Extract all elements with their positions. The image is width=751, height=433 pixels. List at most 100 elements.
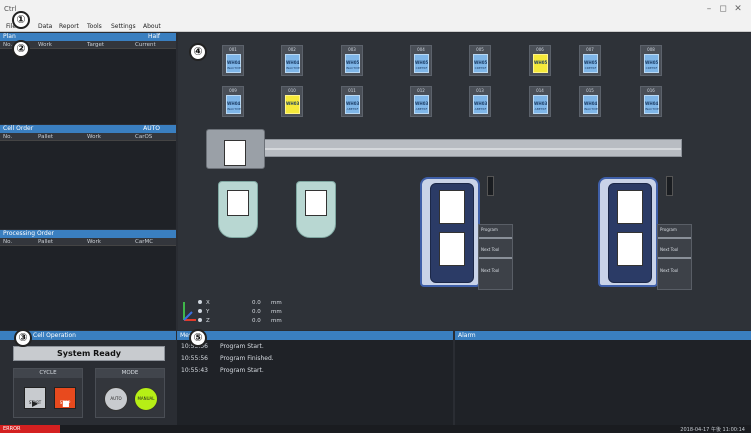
machine-2-gauge — [666, 176, 673, 196]
cycle-stop-button[interactable]: ■ STOP — [54, 387, 76, 409]
work-status: ABETRF — [474, 107, 487, 111]
processing-order-title: Processing Order — [3, 230, 54, 237]
error-indicator[interactable]: ERROR — [0, 425, 60, 433]
work-code: WH03 — [474, 101, 488, 106]
load-station-2[interactable] — [296, 181, 336, 238]
rail-stripe — [257, 148, 681, 150]
station-2-pallet[interactable] — [305, 190, 327, 216]
work-code: WH03 — [286, 101, 300, 106]
processing-order-panel: Processing Order No. Pallet Work CarMC — [0, 230, 176, 330]
cell-order-auto-flag[interactable]: AUTO — [143, 125, 160, 132]
work-code: WH03 — [534, 101, 548, 106]
work-status: INACTIVE — [227, 107, 241, 111]
mode-auto-button[interactable]: AUTO — [104, 387, 128, 411]
slot-id: 015 — [586, 88, 594, 93]
menu-about[interactable]: About — [143, 23, 161, 30]
callout-badge-4: ④ — [189, 43, 207, 61]
slot-id: 016 — [647, 88, 655, 93]
work-status: INACTIVE — [584, 107, 598, 111]
cycle-start-button[interactable]: ▶ START — [24, 387, 46, 409]
alarm-list[interactable] — [455, 340, 751, 425]
title-bar: Ctrl – ◻ ✕ — [0, 0, 751, 22]
menu-settings[interactable]: Settings — [111, 23, 136, 30]
axis-triad-icon — [183, 302, 196, 321]
slot-id: 006 — [536, 47, 544, 52]
work-status: CRETRF — [474, 66, 487, 70]
machine-1-pallet-b[interactable] — [439, 232, 465, 266]
col-no: No. — [3, 42, 13, 48]
machine-1-program-label: Program — [481, 227, 498, 232]
station-1-pallet[interactable] — [227, 190, 249, 216]
menu-tools[interactable]: Tools — [87, 23, 102, 30]
work-code: WH04 — [286, 60, 300, 65]
callout-badge-5: ⑤ — [189, 329, 207, 347]
app-title: Ctrl — [4, 5, 17, 13]
col-pallet: Pallet — [38, 134, 54, 140]
transfer-carriage[interactable] — [206, 129, 265, 169]
machine-2-pallet-b[interactable] — [617, 232, 643, 266]
plan-panel-title: Plan — [3, 33, 16, 40]
mode-manual-button[interactable]: MANUAL — [134, 387, 158, 411]
menu-file[interactable]: File — [6, 23, 17, 30]
close-button[interactable]: ✕ — [734, 4, 742, 14]
machine-1-pallet-a[interactable] — [439, 190, 465, 224]
slot-id: 012 — [417, 88, 425, 93]
work-status: ABETRF — [346, 107, 359, 111]
slot-id: 003 — [348, 47, 356, 52]
work-status: INACTIVE — [346, 66, 360, 70]
maximize-button[interactable]: ◻ — [719, 4, 727, 14]
slot-id: 013 — [476, 88, 484, 93]
menu-data[interactable]: Data — [38, 23, 53, 30]
system-ready-button[interactable]: System Ready — [13, 346, 165, 361]
menu-report[interactable]: Report — [59, 23, 79, 30]
cell-order-header: Cell Order AUTO — [0, 125, 176, 133]
plan-half-flag[interactable]: Half — [148, 33, 160, 40]
load-station-1[interactable] — [218, 181, 258, 238]
minimize-button[interactable]: – — [706, 4, 712, 14]
col-work: Work — [87, 239, 101, 245]
col-caros: CarOS — [135, 134, 153, 140]
col-pallet: Pallet — [38, 239, 54, 245]
slot-id: 005 — [476, 47, 484, 52]
work-chip[interactable]: WH05 — [533, 54, 548, 73]
machine-2-pallet-a[interactable] — [617, 190, 643, 224]
machine-2-chamber — [608, 183, 652, 283]
carriage-pallet[interactable] — [224, 140, 246, 166]
machine-2-next-tool-label: Next Tool — [660, 247, 679, 252]
machine-2[interactable] — [598, 177, 658, 287]
cell-order-title: Cell Order — [3, 125, 34, 132]
work-chip[interactable]: WH03 — [285, 95, 300, 114]
machine-1[interactable] — [420, 177, 480, 287]
